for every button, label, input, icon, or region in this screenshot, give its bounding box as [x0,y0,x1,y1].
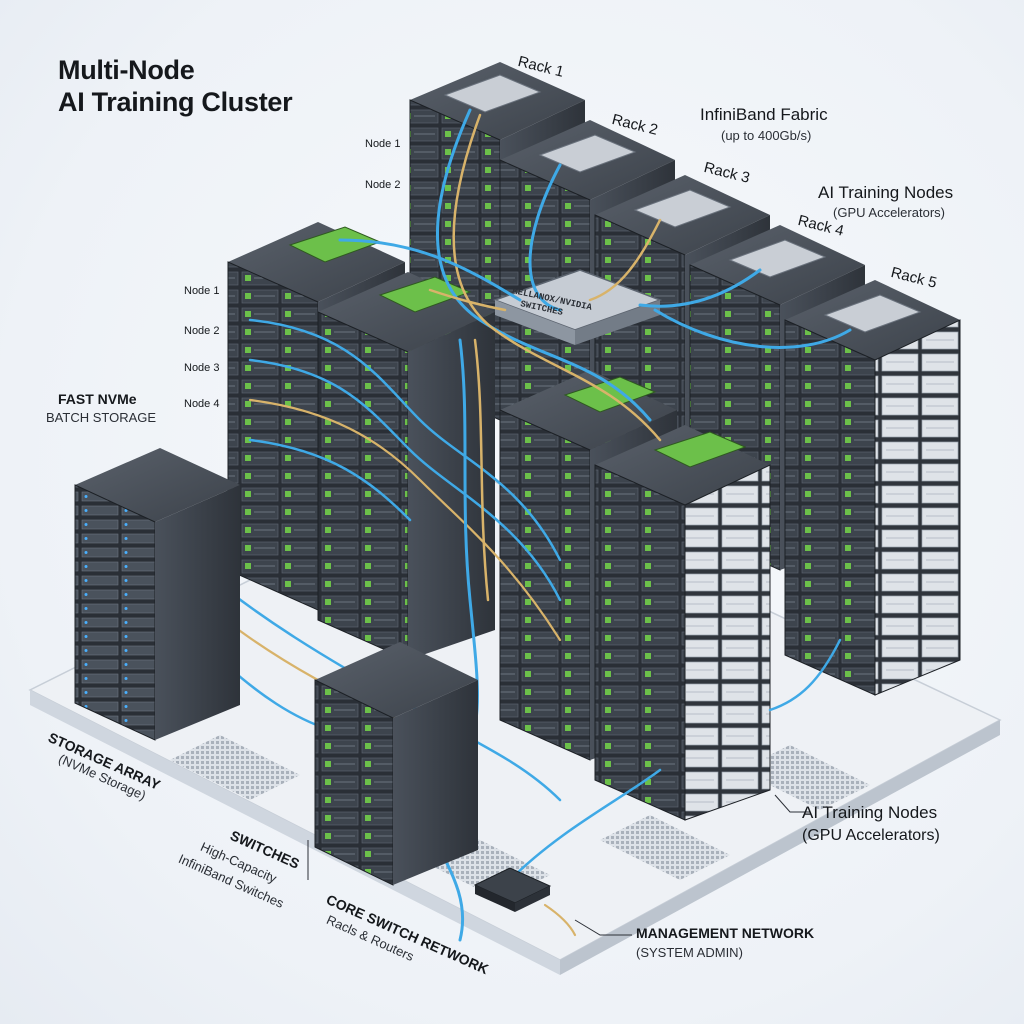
core-switch-rack [314,642,478,886]
ai-training-nodes-bottom-detail: (GPU Accelerators) [802,827,940,844]
node-label-back-2: Node 2 [365,179,401,191]
leader-lines [307,794,810,936]
fast-nvme-title: FAST NVMe [58,391,137,407]
title-line-2: AI Training Cluster [58,87,293,117]
storage-array-rack [74,448,240,741]
node-label-front-3: Node 3 [184,362,220,374]
node-label-front-4: Node 4 [184,398,220,410]
node-label-front-1: Node 1 [184,285,220,297]
ai-training-nodes-top-title: AI Training Nodes [818,183,954,202]
fast-nvme-detail: BATCH STORAGE [46,410,157,425]
central-switch [492,269,663,345]
node-label-back-1: Node 1 [365,138,401,150]
ai-training-nodes-bottom-title: AI Training Nodes [802,803,938,822]
management-network-title: MANAGEMENT NETWORK [636,925,815,941]
management-network-detail: (SYSTEM ADMIN) [636,945,743,960]
infiniband-fabric-detail: (up to 400Gb/s) [721,128,812,143]
node-label-front-2: Node 2 [184,325,220,337]
title-line-1: Multi-Node [58,55,195,85]
ai-training-nodes-top-detail: (GPU Accelerators) [833,205,945,220]
management-switch [473,867,552,912]
rack-5 [784,280,961,696]
front-rack-right [594,425,771,821]
infiniband-fabric-title: InfiniBand Fabric [700,105,828,124]
